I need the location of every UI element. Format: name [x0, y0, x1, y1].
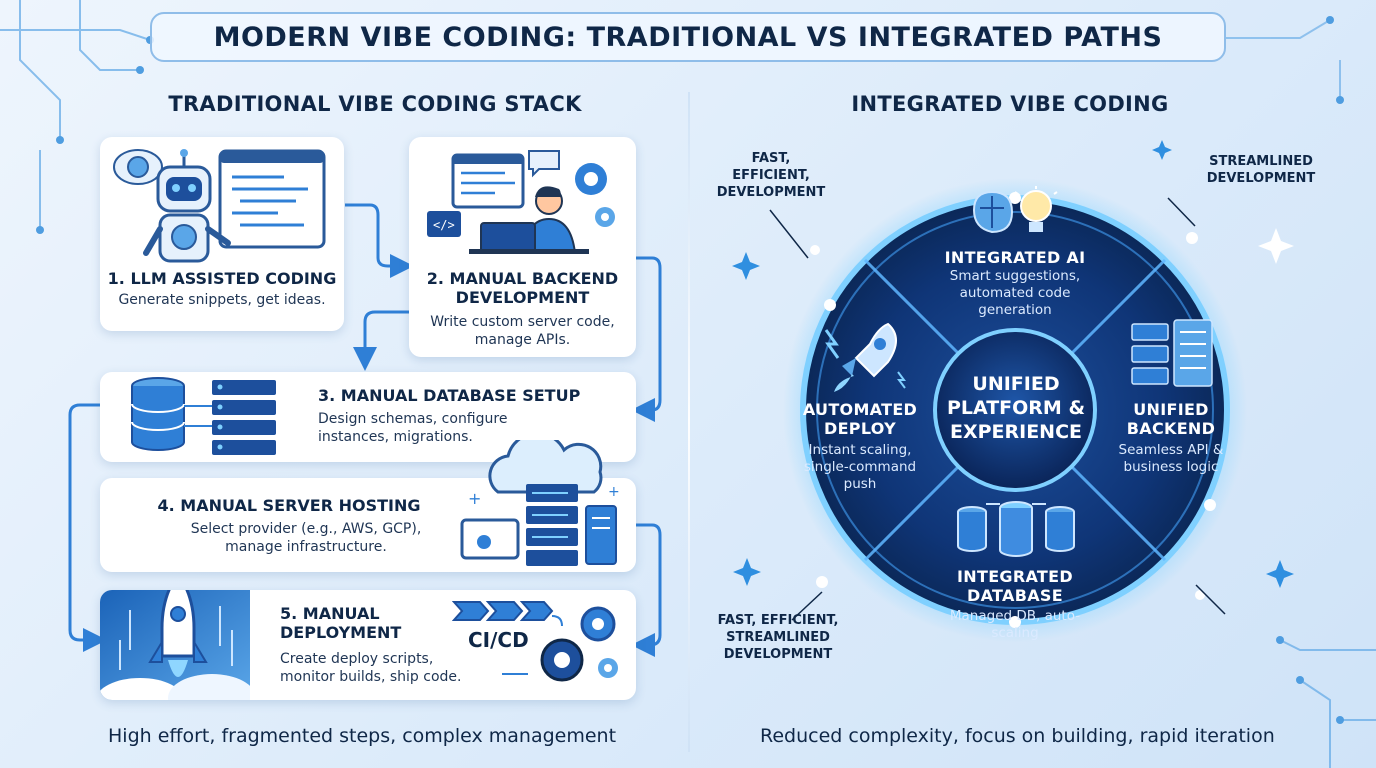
- rocket-icon: [100, 590, 250, 700]
- main-title: MODERN VIBE CODING: TRADITIONAL VS INTEG…: [213, 21, 1163, 53]
- step-4-desc: Select provider (e.g., AWS, GCP), manage…: [190, 521, 422, 555]
- callout-fast-efficient-bottom: FAST, EFFICIENT, STREAMLINED DEVELOPMENT: [717, 613, 839, 662]
- svg-text:+: +: [468, 489, 481, 508]
- step-1-desc: Generate snippets, get ideas.: [118, 292, 326, 308]
- main-title-banner: MODERN VIBE CODING: TRADITIONAL VS INTEG…: [150, 12, 1226, 62]
- callout-streamlined: STREAMLINED DEVELOPMENT: [1206, 154, 1316, 186]
- cicd-label: CI/CD: [468, 628, 529, 652]
- callout-fast-efficient-top: FAST, EFFICIENT, DEVELOPMENT: [716, 151, 826, 200]
- segment-integrated-ai-desc: Smart suggestions, automated code genera…: [949, 268, 1081, 318]
- traditional-caption: High effort, fragmented steps, complex m…: [108, 725, 617, 747]
- hub-unified-platform: UNIFIED PLATFORM & EXPERIENCE: [946, 373, 1086, 443]
- segment-unified-backend-title: UNIFIED BACKEND: [1126, 400, 1216, 438]
- robot-icon: [113, 149, 326, 263]
- section-divider: [688, 92, 690, 752]
- step-1-title: 1. LLM ASSISTED CODING: [107, 269, 337, 288]
- developer-laptop-icon: </>: [427, 150, 615, 254]
- pipeline-arrows-icon: [452, 601, 618, 682]
- segment-integrated-ai-title: INTEGRATED AI: [944, 248, 1086, 267]
- database-icon: [957, 501, 1075, 557]
- step-card-manual-deployment: 5. MANUAL DEPLOYMENT Create deploy scrip…: [100, 590, 636, 700]
- step-card-llm-assisted-coding: 1. LLM ASSISTED CODING Generate snippets…: [100, 137, 344, 331]
- step-3-desc: Design schemas, configure instances, mig…: [318, 411, 508, 445]
- rocket-icon: [824, 322, 906, 392]
- segment-integrated-database-title: INTEGRATED DATABASE: [957, 567, 1073, 605]
- segment-integrated-database-desc: Managed DB, auto-scaling: [949, 608, 1081, 641]
- step-5-desc: Create deploy scripts, monitor builds, s…: [280, 651, 462, 685]
- traditional-heading: TRADITIONAL VIBE CODING STACK: [168, 92, 582, 116]
- segment-automated-deploy-desc: Instant scaling, single-command push: [803, 442, 917, 492]
- integrated-caption: Reduced complexity, focus on building, r…: [760, 725, 1275, 747]
- step-2-title: 2. MANUAL BACKEND DEVELOPMENT: [426, 269, 619, 307]
- svg-text:</>: </>: [433, 218, 455, 232]
- step-4-title: 4. MANUAL SERVER HOSTING: [157, 496, 421, 515]
- integrated-heading: INTEGRATED VIBE CODING: [851, 92, 1169, 116]
- cloud-server-icon: + +: [460, 440, 620, 566]
- brain-lightbulb-icon: [972, 186, 1058, 234]
- step-card-manual-backend: </> 2. MANUAL BACKEND DEVELOPMENT Write …: [409, 137, 636, 357]
- segment-unified-backend-desc: Seamless API & business logic: [1118, 442, 1224, 475]
- step-2-desc: Write custom server code, manage APIs.: [430, 314, 615, 348]
- server-rack-icon: [1131, 319, 1213, 387]
- svg-text:+: +: [608, 484, 620, 500]
- database-icon: [131, 377, 276, 455]
- step-5-title: 5. MANUAL DEPLOYMENT: [280, 604, 402, 642]
- segment-automated-deploy-title: AUTOMATED DEPLOY: [802, 400, 918, 438]
- step-3-title: 3. MANUAL DATABASE SETUP: [318, 386, 581, 405]
